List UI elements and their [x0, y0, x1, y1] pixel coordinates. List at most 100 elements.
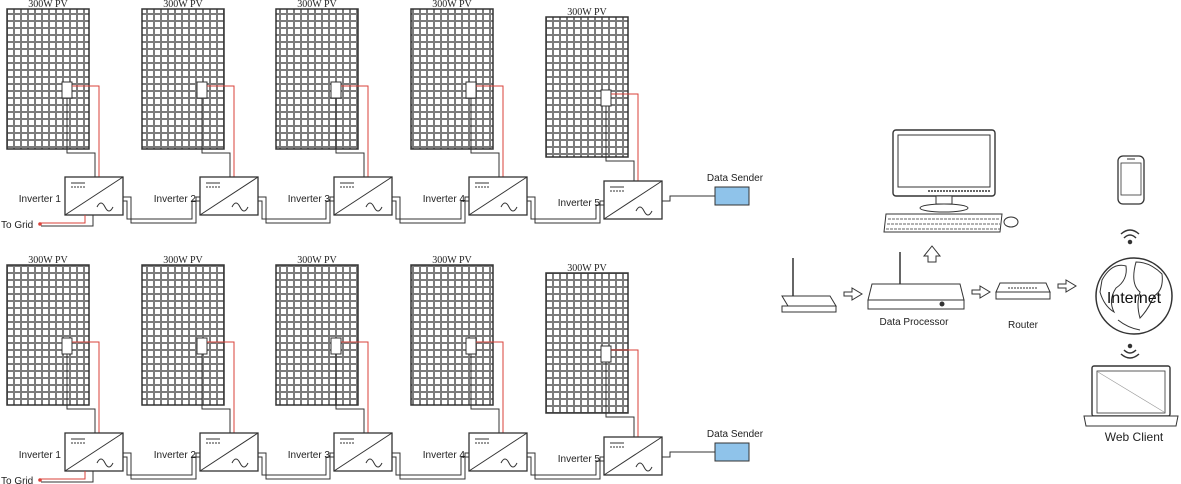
pv-panel-label: 300W PV [432, 255, 472, 266]
ac-link-wire [392, 452, 469, 480]
ac-link-wire [258, 200, 334, 220]
up-arrow-icon [922, 245, 942, 263]
pv-panel-label: 300W PV [163, 0, 203, 10]
ac-link-wire [392, 456, 469, 476]
ac-link-wire [123, 200, 200, 220]
dc-wire [335, 98, 365, 177]
inverter-icon [603, 180, 663, 220]
dc-wire [611, 93, 639, 181]
right-arrow-icon [843, 287, 863, 301]
pv-panel-icon [141, 8, 225, 150]
inverter-icon [468, 176, 528, 216]
ac-link-wire [527, 196, 604, 224]
pv-panel-label: 300W PV [28, 255, 68, 266]
inverter-label: Inverter 4 [423, 450, 466, 461]
router-label: Router [1008, 320, 1039, 331]
desktop-computer-icon [883, 129, 1019, 233]
data-processor-icon [867, 252, 965, 310]
inverter-label: Inverter 1 [19, 194, 62, 205]
dc-wire [341, 341, 369, 433]
network-section: Data Processor Router Internet [781, 129, 1179, 444]
dc-wire [476, 341, 504, 433]
right-arrow-icon [971, 285, 991, 299]
pv-panel-icon [410, 8, 494, 150]
inverter-label: Inverter 3 [288, 450, 331, 461]
wifi-icon [1120, 229, 1140, 245]
pv-panel-label: 300W PV [567, 7, 607, 18]
inverter-label: Inverter 5 [558, 454, 601, 465]
grid-wire [41, 471, 86, 480]
inverter-rows: 300W PV Inverter 1 To Grid 300W PV Inverter … [1, 0, 764, 484]
inverter-icon [333, 176, 393, 216]
wireless-receiver-icon [781, 258, 837, 313]
dc-wire [605, 362, 635, 437]
to-grid-label: To Grid [1, 220, 33, 231]
junction-box-icon [330, 337, 342, 355]
grid-terminal-icon [38, 222, 42, 226]
pv-panel-label: 300W PV [163, 255, 203, 266]
inverter-icon [199, 432, 259, 472]
wifi-icon [1120, 343, 1140, 359]
dc-wire [201, 354, 231, 433]
junction-box-icon [196, 337, 208, 355]
laptop-icon [1083, 365, 1179, 427]
to-grid-label: To Grid [1, 476, 33, 484]
ac-link-wire [258, 456, 334, 476]
dc-wire [72, 341, 100, 433]
ac-link-wire [123, 196, 200, 224]
ac-link-wire [527, 456, 604, 476]
junction-box-icon [61, 337, 73, 355]
data-processor-label: Data Processor [880, 317, 950, 328]
junction-box-icon [196, 81, 208, 99]
pv-panel-label: 300W PV [297, 0, 337, 10]
ac-link-wire [392, 196, 469, 224]
data-link-wire [662, 451, 715, 458]
pv-panel-icon [141, 264, 225, 406]
grid-wire [41, 471, 94, 483]
inverter-label: Inverter 1 [19, 450, 62, 461]
globe-icon [1095, 257, 1173, 335]
pv-panel-label: 300W PV [297, 255, 337, 266]
inverter-label: Inverter 5 [558, 198, 601, 209]
junction-box-icon [600, 89, 612, 107]
internet-label: Internet [1107, 290, 1162, 307]
dc-wire [201, 98, 231, 177]
inverter-label: Inverter 3 [288, 194, 331, 205]
inverter-label: Inverter 2 [154, 194, 197, 205]
router-icon [995, 282, 1051, 300]
grid-wire [41, 215, 94, 227]
dc-wire [605, 106, 635, 181]
junction-box-icon [61, 81, 73, 99]
pv-panel-icon [275, 8, 359, 150]
dc-wire [341, 85, 369, 177]
dc-wire [335, 354, 365, 433]
junction-box-icon [465, 337, 477, 355]
inverter-icon [64, 432, 124, 472]
smartphone-icon [1117, 155, 1145, 205]
pv-panel-icon [545, 16, 629, 158]
pv-panel-label: 300W PV [567, 263, 607, 274]
data-sender-icon [714, 442, 750, 462]
pv-panel-label: 300W PV [432, 0, 472, 10]
grid-wire [41, 215, 86, 224]
dc-wire [470, 98, 500, 177]
junction-box-icon [330, 81, 342, 99]
dc-wire [72, 85, 100, 177]
pv-panel-icon [545, 272, 629, 414]
grid-terminal-icon [38, 478, 42, 482]
ac-link-wire [123, 456, 200, 476]
dc-wire [611, 349, 639, 437]
ac-link-wire [258, 196, 334, 224]
dc-wire [476, 85, 504, 177]
ac-link-wire [258, 452, 334, 480]
pv-panel-icon [410, 264, 494, 406]
pv-panel-icon [275, 264, 359, 406]
pv-panel-label: 300W PV [28, 0, 68, 10]
data-sender-icon [714, 186, 750, 206]
inverter-label: Inverter 4 [423, 194, 466, 205]
inverter-label: Inverter 2 [154, 450, 197, 461]
ac-link-wire [392, 200, 469, 220]
pv-panel-icon [6, 264, 90, 406]
inverter-icon [468, 432, 528, 472]
